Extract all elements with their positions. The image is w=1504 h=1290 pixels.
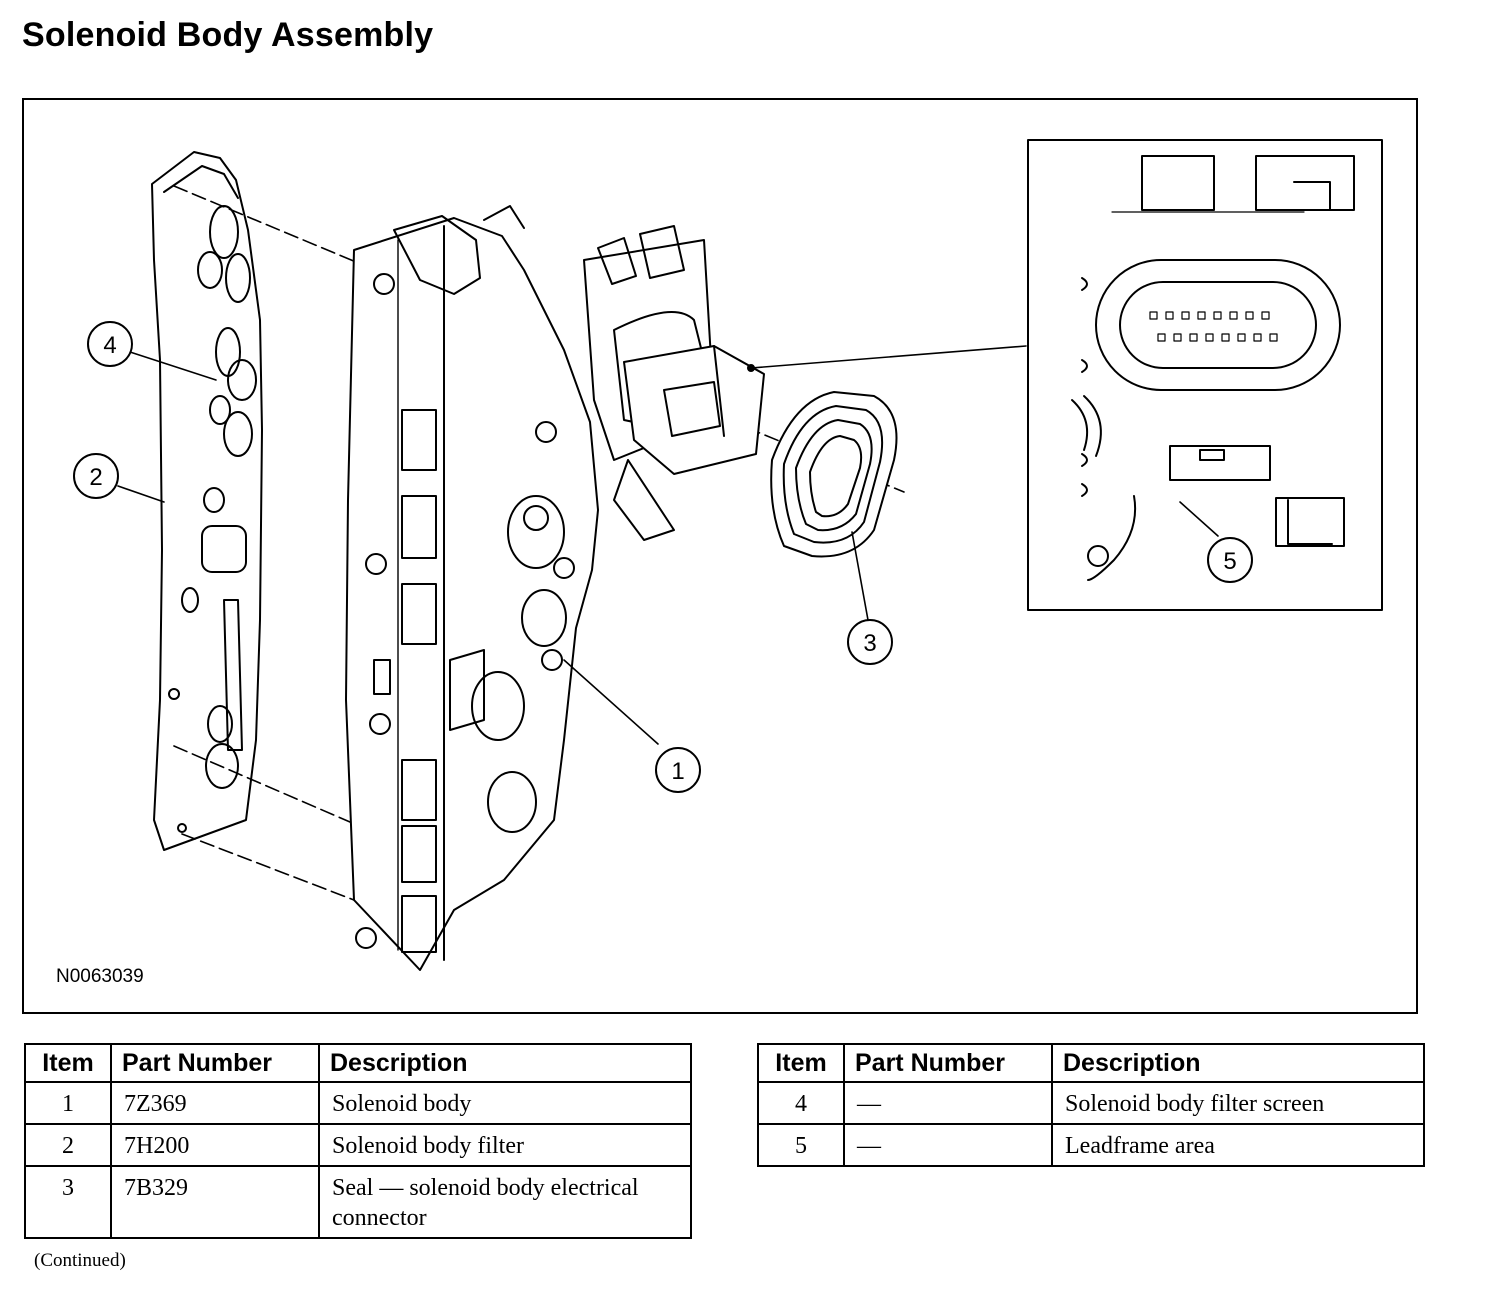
table-row: 1 7Z369 Solenoid body	[24, 1081, 692, 1125]
table-row: 4 — Solenoid body filter screen	[757, 1081, 1425, 1125]
connector-housing	[583, 225, 765, 541]
callouts: 4 2 3 1 5	[73, 321, 1253, 793]
solenoid-body	[345, 205, 599, 971]
cell-description: Solenoid body filter	[318, 1123, 692, 1167]
svg-text:1: 1	[671, 758, 684, 785]
figure-id: N0063039	[56, 966, 144, 987]
svg-text:5: 5	[1223, 548, 1236, 575]
cell-item: 1	[24, 1081, 112, 1125]
table-row: 2 7H200 Solenoid body filter	[24, 1123, 692, 1167]
cell-description: Leadframe area	[1051, 1123, 1425, 1167]
cell-description: Solenoid body filter screen	[1051, 1081, 1425, 1125]
header-description: Description	[1051, 1043, 1425, 1083]
callout-3: 3	[847, 619, 893, 665]
cell-part-number: —	[843, 1081, 1053, 1125]
table-header-row: Item Part Number Description	[757, 1043, 1425, 1083]
table-row: 3 7B329 Seal — solenoid body electrical …	[24, 1165, 692, 1239]
leadframe-inset	[1027, 139, 1383, 611]
continued-note: (Continued)	[34, 1250, 126, 1271]
callout-4: 4	[87, 321, 133, 367]
cell-item: 2	[24, 1123, 112, 1167]
header-item: Item	[757, 1043, 845, 1083]
svg-text:3: 3	[863, 630, 876, 657]
callout-1: 1	[655, 747, 701, 793]
page-title: Solenoid Body Assembly	[22, 16, 434, 54]
parts-table-left: Item Part Number Description 1 7Z369 Sol…	[24, 1043, 692, 1239]
figure-frame: 4 2 3 1 5 N0063039	[22, 98, 1418, 1014]
header-item: Item	[24, 1043, 112, 1083]
inset-leader	[750, 345, 1027, 369]
callout-2: 2	[73, 453, 119, 499]
filter-plate	[151, 151, 263, 851]
callout-5: 5	[1207, 537, 1253, 583]
header-part-number: Part Number	[843, 1043, 1053, 1083]
header-part-number: Part Number	[110, 1043, 320, 1083]
svg-text:4: 4	[103, 332, 116, 359]
cell-part-number: 7B329	[110, 1165, 320, 1239]
table-header-row: Item Part Number Description	[24, 1043, 692, 1083]
connector-seal	[770, 391, 898, 558]
cell-item: 3	[24, 1165, 112, 1239]
cell-part-number: 7Z369	[110, 1081, 320, 1125]
cell-part-number: 7H200	[110, 1123, 320, 1167]
table-row: 5 — Leadframe area	[757, 1123, 1425, 1167]
cell-description: Seal — solenoid body electrical connecto…	[318, 1165, 692, 1239]
solenoid-body-illustration: 4 2 3 1 5	[73, 139, 1383, 971]
parts-table-right: Item Part Number Description 4 — Solenoi…	[757, 1043, 1425, 1167]
cell-description: Solenoid body	[318, 1081, 692, 1125]
cell-item: 4	[757, 1081, 845, 1125]
header-description: Description	[318, 1043, 692, 1083]
svg-text:2: 2	[89, 464, 102, 491]
cell-item: 5	[757, 1123, 845, 1167]
callout-leaders	[117, 351, 869, 745]
cell-part-number: —	[843, 1123, 1053, 1167]
